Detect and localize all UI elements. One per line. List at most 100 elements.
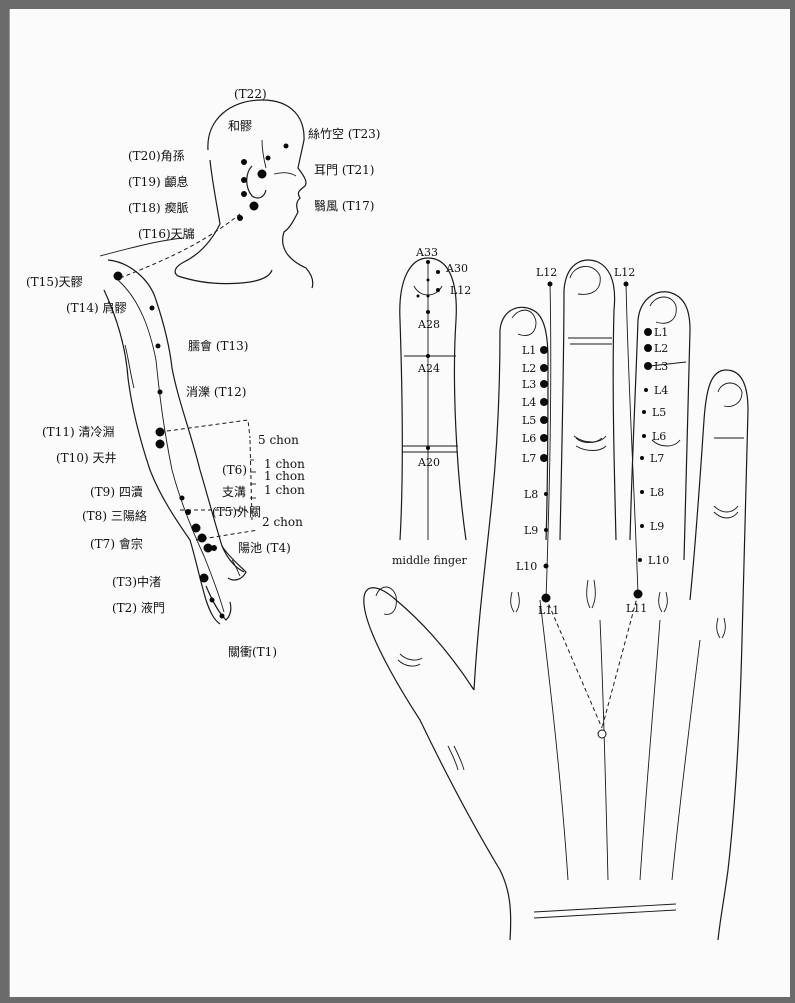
point-t7 [192,524,201,533]
point-right-l5 [642,410,646,414]
label-chon-1c: 1 chon [264,483,305,497]
label-a24: A24 [417,362,440,375]
point-right-l10 [638,558,642,562]
arm-labels: (T22) 和髎 絲竹空 (T23) (T20)角孫 耳門 (T21) (T19… [26,87,380,659]
point-t6 [198,534,207,543]
label-right-l10: L10 [648,554,669,567]
label-t17: 翳風 (T17) [314,199,374,213]
label-left-l4: L4 [522,396,536,409]
label-a33: A33 [415,246,438,259]
label-left-l1: L1 [522,344,536,357]
point-t18 [241,191,247,197]
point-t15 [114,272,123,281]
point-a28 [426,310,430,314]
label-t3: (T3)中渚 [112,574,161,589]
label-left-l9: L9 [524,524,538,537]
point-a20 [426,446,430,450]
label-l12-left: L12 [536,266,557,279]
point-t4 [211,545,217,551]
label-t6-name: 支溝 [222,485,246,499]
point-t19 [241,177,247,183]
label-right-l2: L2 [654,342,668,355]
point-right-l1 [644,328,652,336]
hand-labels: L12 L12 L1 L2 L3 L4 L5 L6 L7 L8 L9 L10 L… [516,266,669,617]
point-t2 [210,598,215,603]
point-t16 [237,215,243,221]
label-t15: (T15)天髎 [26,275,83,289]
label-right-l1: L1 [654,326,668,339]
label-t16: (T16)天牖 [138,227,195,241]
point-a33 [426,260,430,264]
label-right-l6: L6 [652,430,666,443]
label-right-l11: L11 [626,602,647,615]
label-chon-2: 2 chon [262,515,303,529]
point-left-l3 [540,380,548,388]
label-chon-1b: 1 chon [264,469,305,483]
label-t23: 絲竹空 (T23) [308,126,380,141]
label-right-l8: L8 [650,486,664,499]
label-t1: 關衝(T1) [228,645,277,659]
label-t22: (T22) [234,87,267,101]
point-a30 [436,270,440,274]
label-t12: 消濼 (T12) [186,384,246,399]
label-t7: (T7) 會宗 [90,536,143,551]
point-t9 [180,496,185,501]
label-left-l8: L8 [524,488,538,501]
middle-finger-drawing: A33 A30 L12 A28 A24 A20 middle finger [392,246,471,567]
point-t12 [158,390,163,395]
label-chon-5: 5 chon [258,433,299,447]
label-left-l7: L7 [522,452,536,465]
point-l12-finger [436,288,440,292]
point-right-l3 [644,362,652,370]
point-t22 [266,156,271,161]
label-t11: (T11) 清冷淵 [42,425,114,439]
point-l12-right [624,282,629,287]
label-a28: A28 [417,318,440,331]
label-left-l10: L10 [516,560,537,573]
point-right-l8 [640,490,644,494]
point-right-l9 [640,524,644,528]
point-t20 [241,159,247,165]
label-t13: 臑會 (T13) [188,339,248,353]
label-t14: (T14) 肩髎 [66,300,126,315]
point-t10 [156,440,165,449]
label-right-l9: L9 [650,520,664,533]
point-left-l6 [540,434,548,442]
label-t19: (T19) 顱息 [128,174,188,189]
label-t5: (T5)外關 [212,505,261,519]
point-left-l2 [540,364,548,372]
label-t9: (T9) 四瀆 [90,485,143,499]
point-right-l6 [642,434,646,438]
label-right-l3: L3 [654,360,668,373]
label-t18: (T18) 瘈脈 [128,200,188,215]
label-a30: A30 [445,262,468,275]
point-t14 [150,306,155,311]
point-left-l10 [544,564,549,569]
label-t10: (T10) 天井 [56,451,116,465]
point-t13 [156,344,161,349]
label-right-l7: L7 [650,452,664,465]
label-left-l5: L5 [522,414,536,427]
label-t4: 陽池 (T4) [238,541,291,555]
point-right-l7 [640,456,644,460]
label-t8: (T8) 三陽絡 [82,508,147,523]
point-left-l7 [540,454,548,462]
label-a20: A20 [417,456,440,469]
point-t3 [200,574,209,583]
point-left-l5 [540,416,548,424]
label-t2: (T2) 液門 [112,600,165,615]
label-left-l6: L6 [522,432,536,445]
point-t21 [258,170,267,179]
point-left-l11 [542,594,551,603]
label-right-l5: L5 [652,406,666,419]
point-left-l1 [540,346,548,354]
point-left-l8 [544,492,548,496]
point-right-l2 [644,344,652,352]
label-t6: (T6) [222,463,247,477]
point-left-l4 [540,398,548,406]
point-t11 [156,428,165,437]
point-a24 [426,354,430,358]
label-l12-finger: L12 [450,284,471,297]
